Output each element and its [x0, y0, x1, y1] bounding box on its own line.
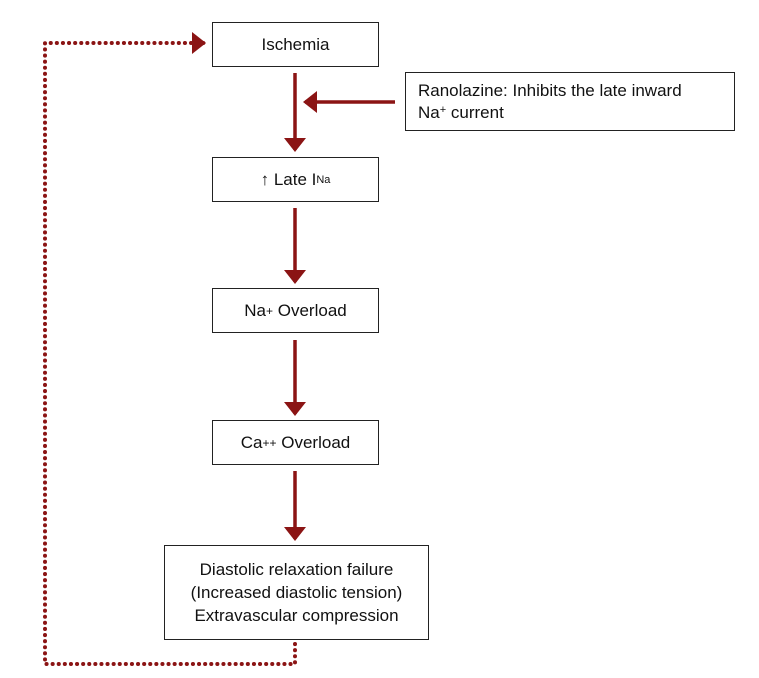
node-ischemia-label: Ischemia [261, 34, 330, 54]
feedback-loop-arrow [43, 32, 297, 666]
node-na-overload: Na+ Overload [212, 288, 379, 333]
node-diastolic-line-1: Diastolic relaxation failure [199, 560, 394, 579]
node-na-ion: Na [244, 300, 266, 320]
ranolazine-note: Ranolazine: Inhibits the late inward Na+… [405, 72, 735, 131]
node-diastolic-failure: Diastolic relaxation failure (Increased … [164, 545, 429, 640]
ranolazine-line-1: Ranolazine: Inhibits the late inward [418, 80, 682, 100]
node-late-ina-subscript: Na [316, 173, 331, 186]
node-ca-ion: Ca [240, 432, 263, 452]
ranolazine-ion: Na [418, 102, 440, 122]
node-na-overload-label: Overload [277, 300, 347, 320]
ranolazine-line-2: Na+ current [418, 102, 504, 124]
node-diastolic-line-3: Extravascular compression [194, 606, 399, 625]
node-ischemia: Ischemia [212, 22, 379, 67]
node-ca-overload-label: Overload [281, 432, 351, 452]
node-diastolic-line-2: (Increased diastolic tension) [190, 583, 403, 602]
node-ca-overload: Ca++ Overload [212, 420, 379, 465]
up-arrow-icon: ↑ [260, 169, 270, 189]
node-late-ina-label: Late I [273, 169, 317, 189]
ranolazine-current-label: current [446, 102, 504, 122]
ranolazine-charge: + [439, 103, 447, 116]
